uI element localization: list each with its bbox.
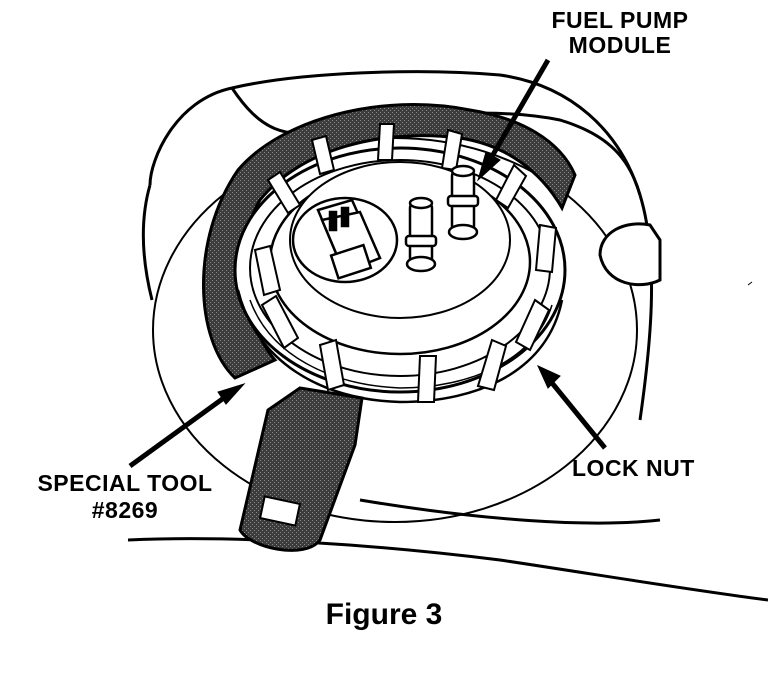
- special-tool-handle: [238, 386, 364, 552]
- lock-nut-label: LOCK NUT: [572, 455, 695, 481]
- fuel-line-fitting-2: [446, 164, 480, 241]
- figure-caption: Figure 3: [325, 598, 443, 631]
- fpm-arrow: [484, 58, 551, 167]
- fuel-pump-module-label-line2: MODULE: [568, 32, 672, 58]
- electrical-connector: [291, 196, 399, 284]
- callout-arrows: [128, 58, 607, 469]
- tank-port: [598, 222, 662, 287]
- special-tool-label: SPECIAL TOOL #8269: [20, 470, 230, 524]
- fuel-tank-outline: [127, 70, 768, 602]
- lock-nut-arrowhead: [536, 364, 561, 389]
- special-tool-label-line2: #8269: [91, 497, 159, 523]
- fuel-pump-module-label-line1: FUEL PUMP: [551, 7, 689, 33]
- fuel-line-fitting-1: [404, 196, 438, 273]
- special-tool-body: [202, 103, 577, 380]
- fpm-arrowhead: [477, 151, 501, 182]
- lock-nut-tabs: [253, 123, 558, 403]
- special-tool-label-line1: SPECIAL TOOL: [37, 470, 213, 496]
- tool-arrow: [128, 389, 234, 469]
- tool-arrowhead: [217, 382, 246, 405]
- fuel-pump-module-label: FUEL PUMP MODULE: [525, 8, 715, 58]
- lock-nut-arrow: [546, 376, 607, 450]
